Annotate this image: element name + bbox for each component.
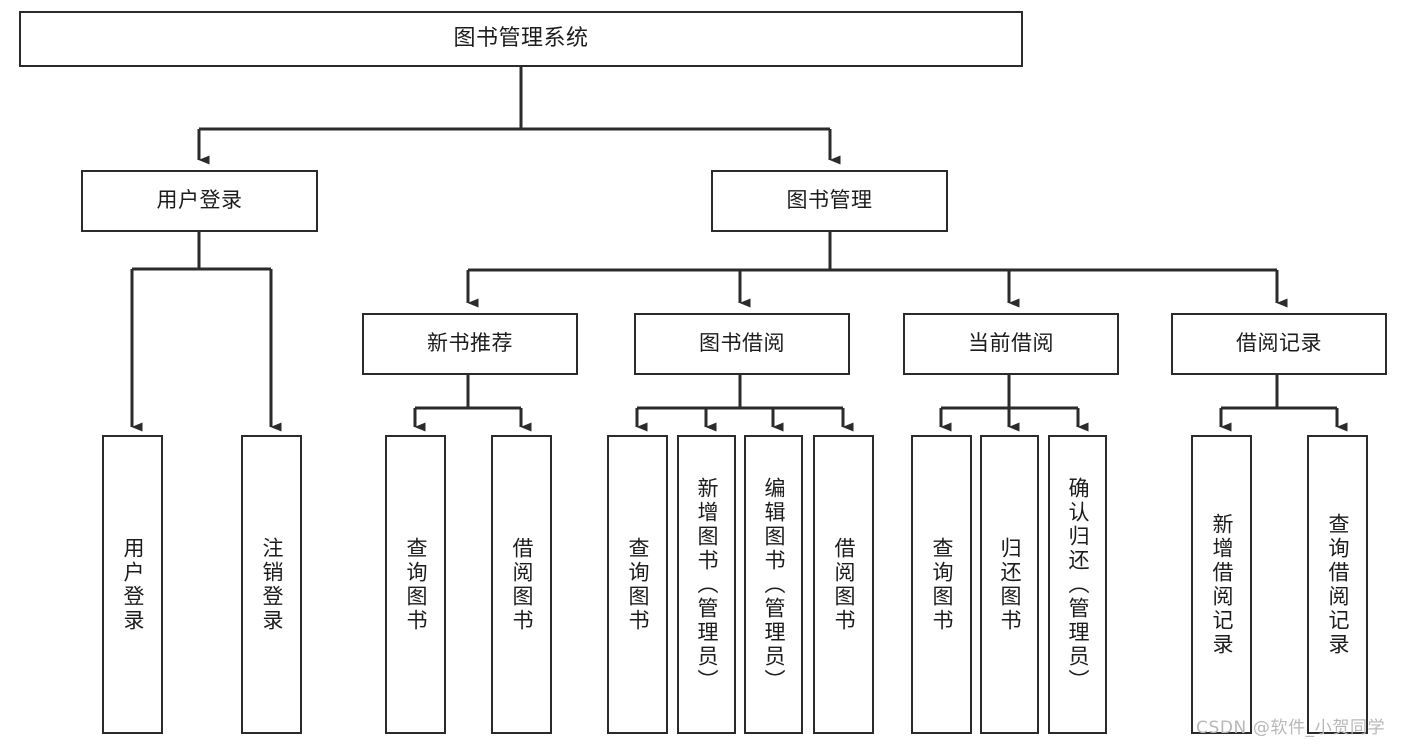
node-user-login[interactable]: 用户登录	[81, 170, 318, 232]
node-book-management[interactable]: 图书管理	[711, 170, 948, 232]
node-label: 编辑图书（管理员）	[762, 476, 787, 693]
node-label: 新增借阅记录	[1210, 512, 1235, 657]
node-label: 新书推荐	[427, 331, 513, 356]
node-label: 当前借阅	[968, 331, 1054, 356]
node-label: 图书管理	[786, 188, 873, 213]
node-label: 查询图书	[404, 536, 429, 633]
node-leaf-edit-book-admin[interactable]: 编辑图书（管理员）	[744, 435, 803, 734]
node-leaf-return-book[interactable]: 归还图书	[980, 435, 1039, 734]
node-leaf-query-book-cb[interactable]: 查询图书	[911, 435, 972, 734]
csdn-watermark: CSDN @软件_小贺同学	[1196, 718, 1386, 738]
node-leaf-query-book-nb[interactable]: 查询图书	[385, 435, 446, 734]
node-label: 查询借阅记录	[1326, 512, 1351, 657]
node-label: 查询图书	[626, 536, 651, 633]
node-label: 借阅图书	[832, 536, 857, 633]
node-leaf-add-borrow-record[interactable]: 新增借阅记录	[1191, 435, 1252, 734]
node-leaf-borrow-book-bb[interactable]: 借阅图书	[813, 435, 874, 734]
node-new-book-recommend[interactable]: 新书推荐	[362, 313, 578, 375]
node-leaf-user-login[interactable]: 用户登录	[102, 435, 163, 734]
node-label: 借阅记录	[1236, 331, 1322, 356]
node-leaf-query-book-bb[interactable]: 查询图书	[607, 435, 668, 734]
node-label: 注销登录	[260, 536, 285, 633]
node-label: 图书借阅	[699, 331, 785, 356]
node-label: 确认归还（管理员）	[1066, 476, 1091, 693]
node-leaf-query-borrow-record[interactable]: 查询借阅记录	[1307, 435, 1368, 734]
node-label: 用户登录	[121, 536, 146, 633]
node-label: 图书管理系统	[453, 26, 589, 52]
node-root-book-management-system[interactable]: 图书管理系统	[19, 11, 1023, 67]
node-current-borrow[interactable]: 当前借阅	[903, 313, 1119, 375]
node-leaf-logout[interactable]: 注销登录	[241, 435, 302, 734]
node-leaf-borrow-book-nb[interactable]: 借阅图书	[491, 435, 552, 734]
node-label: 借阅图书	[510, 536, 535, 633]
node-label: 归还图书	[998, 536, 1023, 633]
node-label: 新增图书（管理员）	[695, 476, 720, 693]
node-label: 用户登录	[156, 188, 243, 213]
node-label: 查询图书	[930, 536, 955, 633]
node-book-borrow[interactable]: 图书借阅	[634, 313, 850, 375]
node-leaf-add-book-admin[interactable]: 新增图书（管理员）	[677, 435, 736, 734]
node-borrow-record[interactable]: 借阅记录	[1171, 313, 1387, 375]
node-leaf-confirm-return-admin[interactable]: 确认归还（管理员）	[1048, 435, 1107, 734]
